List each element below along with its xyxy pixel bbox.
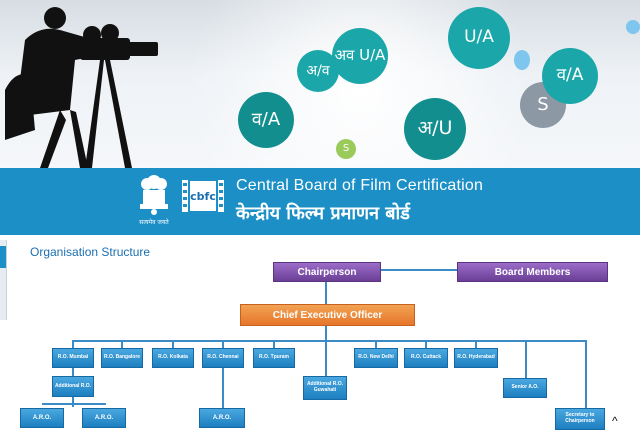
node-label: A.R.O. bbox=[212, 414, 232, 421]
node-label: Additional R.O. Guwahati bbox=[306, 381, 344, 393]
board-members-node[interactable]: Board Members bbox=[457, 262, 608, 282]
node-label: Secretary to Chairperson bbox=[565, 412, 595, 424]
ro-mumbai-node[interactable]: R.O. Mumbai bbox=[52, 348, 94, 368]
rating-label: S bbox=[537, 93, 549, 115]
cbfc-logo-icon: cbfc bbox=[180, 178, 226, 214]
node-label: Senior A.O. bbox=[511, 384, 539, 391]
page-title: Organisation Structure bbox=[30, 245, 151, 259]
additional-ro-node[interactable]: Additional R.O. bbox=[52, 376, 94, 397]
ro-kolkata-node[interactable]: R.O. Kolkata bbox=[152, 348, 194, 368]
cameraman-silhouette bbox=[5, 7, 158, 168]
rating-label: व/A bbox=[556, 65, 584, 86]
aro-node-3[interactable]: A.R.O. bbox=[199, 408, 245, 428]
node-label: R.O. New Delhi bbox=[358, 354, 394, 361]
side-nav-tab[interactable] bbox=[0, 240, 7, 320]
connector bbox=[325, 282, 327, 304]
ro-new-delhi-node[interactable]: R.O. New Delhi bbox=[354, 348, 398, 368]
header-banner: अ/व अव U/A U/A व/A अ/U S व/A S bbox=[0, 0, 640, 168]
node-label: R.O. Tpuram bbox=[258, 354, 289, 361]
connector bbox=[273, 340, 275, 348]
connector bbox=[72, 397, 74, 407]
connector bbox=[325, 326, 327, 340]
decor-bubble bbox=[626, 20, 640, 34]
aro-node-1[interactable]: A.R.O. bbox=[20, 408, 64, 428]
node-label: R.O. Cuttack bbox=[410, 354, 441, 361]
node-label: R.O. Mumbai bbox=[57, 354, 89, 361]
chairperson-node[interactable]: Chairperson bbox=[273, 262, 381, 282]
connector bbox=[72, 340, 74, 348]
rating-bubble-7: व/A bbox=[542, 48, 598, 104]
connector bbox=[72, 340, 587, 342]
ceo-node[interactable]: Chief Executive Officer bbox=[240, 304, 415, 326]
ro-bangalore-node[interactable]: R.O. Bangalore bbox=[101, 348, 143, 368]
connector bbox=[172, 340, 174, 348]
connector bbox=[222, 368, 224, 408]
site-title-english: Central Board of Film Certification bbox=[236, 177, 484, 194]
site-title-hindi: केन्द्रीय फिल्म प्रमाणन बोर्ड bbox=[236, 203, 410, 224]
node-label: R.O. Hyderabad bbox=[457, 354, 495, 361]
site-header bbox=[0, 168, 640, 235]
node-label: A.R.O. bbox=[32, 414, 52, 421]
ro-cuttack-node[interactable]: R.O. Cuttack bbox=[404, 348, 448, 368]
national-emblem-icon: सत्यमेव जयते bbox=[139, 175, 169, 226]
ro-chennai-node[interactable]: R.O. Chennai bbox=[202, 348, 244, 368]
node-label: Additional R.O. bbox=[54, 382, 92, 389]
rating-bubble-4: व/A bbox=[238, 92, 294, 148]
connector bbox=[325, 340, 327, 376]
connector bbox=[525, 340, 527, 378]
ro-hyderabad-node[interactable]: R.O. Hyderabad bbox=[454, 348, 498, 368]
node-label: A.R.O. bbox=[94, 414, 114, 421]
rating-bubble-3: U/A bbox=[448, 7, 510, 69]
connector bbox=[42, 403, 106, 405]
side-nav-highlight bbox=[0, 246, 6, 268]
logo-text: cbfc bbox=[190, 190, 216, 203]
node-label: R.O. Chennai bbox=[207, 354, 239, 361]
connector bbox=[475, 340, 477, 348]
ro-tpuram-node[interactable]: R.O. Tpuram bbox=[253, 348, 295, 368]
node-label: R.O. Kolkata bbox=[158, 354, 188, 361]
rating-label: अ/U bbox=[417, 117, 453, 140]
node-label: R.O. Bangalore bbox=[103, 354, 141, 361]
rating-label: U/A bbox=[464, 27, 494, 48]
rating-label: S bbox=[342, 142, 350, 154]
rating-label: अ/व bbox=[306, 62, 330, 79]
connector bbox=[72, 368, 74, 376]
back-to-top-icon[interactable]: ^ bbox=[612, 414, 618, 428]
connector bbox=[222, 340, 224, 348]
rating-bubble-2: अव U/A bbox=[332, 28, 388, 84]
connector bbox=[585, 340, 587, 408]
additional-ro-guwahati-node[interactable]: Additional R.O. Guwahati bbox=[303, 376, 347, 400]
secretary-to-chairperson-node[interactable]: Secretary to Chairperson bbox=[555, 408, 605, 430]
rating-bubble-8: S bbox=[336, 139, 356, 159]
node-label: Board Members bbox=[494, 266, 571, 278]
senior-ao-node[interactable]: Senior A.O. bbox=[503, 378, 547, 398]
connector bbox=[121, 340, 123, 348]
decor-bubble bbox=[514, 50, 530, 70]
rating-label: अव U/A bbox=[334, 46, 386, 65]
connector bbox=[425, 340, 427, 348]
connector bbox=[381, 269, 457, 271]
node-label: Chairperson bbox=[297, 266, 357, 278]
rating-label: व/A bbox=[251, 108, 281, 130]
node-label: Chief Executive Officer bbox=[272, 309, 383, 321]
emblem-motto: सत्यमेव जयते bbox=[139, 218, 169, 226]
rating-bubble-5: अ/U bbox=[404, 98, 466, 160]
connector bbox=[375, 340, 377, 348]
aro-node-2[interactable]: A.R.O. bbox=[82, 408, 126, 428]
